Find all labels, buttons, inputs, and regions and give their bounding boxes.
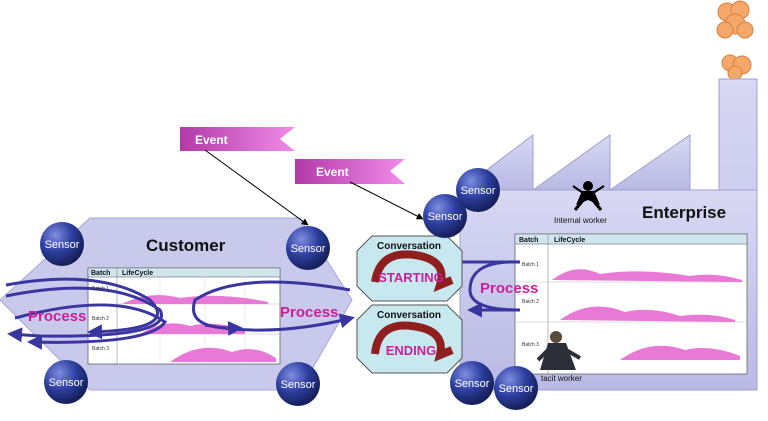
sensor-label: Sensor bbox=[499, 383, 534, 395]
sensor-enterprise-top bbox=[456, 168, 500, 212]
sensor-label: Sensor bbox=[45, 239, 80, 251]
enterprise-table-row: Batch 1 bbox=[522, 262, 539, 268]
event-arrow-1 bbox=[204, 149, 309, 226]
smoke-icon bbox=[716, 0, 754, 81]
enterprise-process-arrow bbox=[458, 260, 521, 318]
conversation-starting bbox=[356, 235, 463, 302]
enterprise-table-header-lifecycle: LifeCycle bbox=[554, 237, 585, 244]
conversation-starting-state: STARTING bbox=[378, 270, 443, 285]
event-label-1: Event bbox=[195, 133, 228, 147]
event-flag-2 bbox=[295, 159, 405, 184]
customer-table-row: Batch 2 bbox=[92, 316, 109, 322]
conversation-ending bbox=[356, 304, 463, 374]
sensor-label: Sensor bbox=[281, 379, 316, 391]
customer-title: Customer bbox=[146, 236, 226, 255]
sensor-customer-bottom-right bbox=[276, 362, 320, 406]
sensor-enterprise-upper bbox=[423, 194, 467, 238]
customer-process-arrows bbox=[5, 277, 355, 350]
sensor-customer-bottom-left bbox=[44, 360, 88, 404]
sensor-label: Sensor bbox=[291, 243, 326, 255]
sensor-label: Sensor bbox=[428, 211, 463, 223]
event-arrow-2 bbox=[349, 181, 424, 220]
sensor-label: Sensor bbox=[455, 378, 490, 390]
customer-table-header-batch: Batch bbox=[91, 270, 110, 277]
conversation-ending-title: Conversation bbox=[377, 310, 441, 321]
customer-process-right-label: Process bbox=[280, 304, 338, 321]
customer-table-row: Batch 1 bbox=[92, 286, 109, 292]
tacit-worker-label: tacit worker bbox=[541, 374, 582, 383]
enterprise-table-row: Batch 3 bbox=[522, 342, 539, 348]
sensor-customer-top-left bbox=[40, 222, 84, 266]
conversation-starting-title: Conversation bbox=[377, 241, 441, 252]
sensor-label: Sensor bbox=[461, 185, 496, 197]
customer-table-header-lifecycle: LifeCycle bbox=[122, 270, 153, 277]
enterprise-table-header-batch: Batch bbox=[519, 237, 538, 244]
enterprise-table-row: Batch 2 bbox=[522, 299, 539, 305]
tacit-worker-icon bbox=[536, 331, 581, 370]
conversation-ending-state: ENDING bbox=[386, 343, 437, 358]
customer-process-left-label: Process bbox=[28, 308, 86, 325]
internal-worker-icon bbox=[572, 181, 605, 211]
event-label-2: Event bbox=[316, 165, 349, 179]
enterprise-process-label: Process bbox=[480, 280, 538, 297]
sensor-enterprise-bottom-left bbox=[450, 361, 494, 405]
event-flag-1 bbox=[180, 127, 295, 151]
customer-table-row: Batch 3 bbox=[92, 346, 109, 352]
internal-worker-label: Internal worker bbox=[554, 216, 607, 225]
enterprise-title: Enterprise bbox=[642, 203, 726, 222]
sensor-customer-top-right bbox=[286, 226, 330, 270]
sensor-enterprise-bottom-right bbox=[494, 366, 538, 410]
sensor-label: Sensor bbox=[49, 377, 84, 389]
